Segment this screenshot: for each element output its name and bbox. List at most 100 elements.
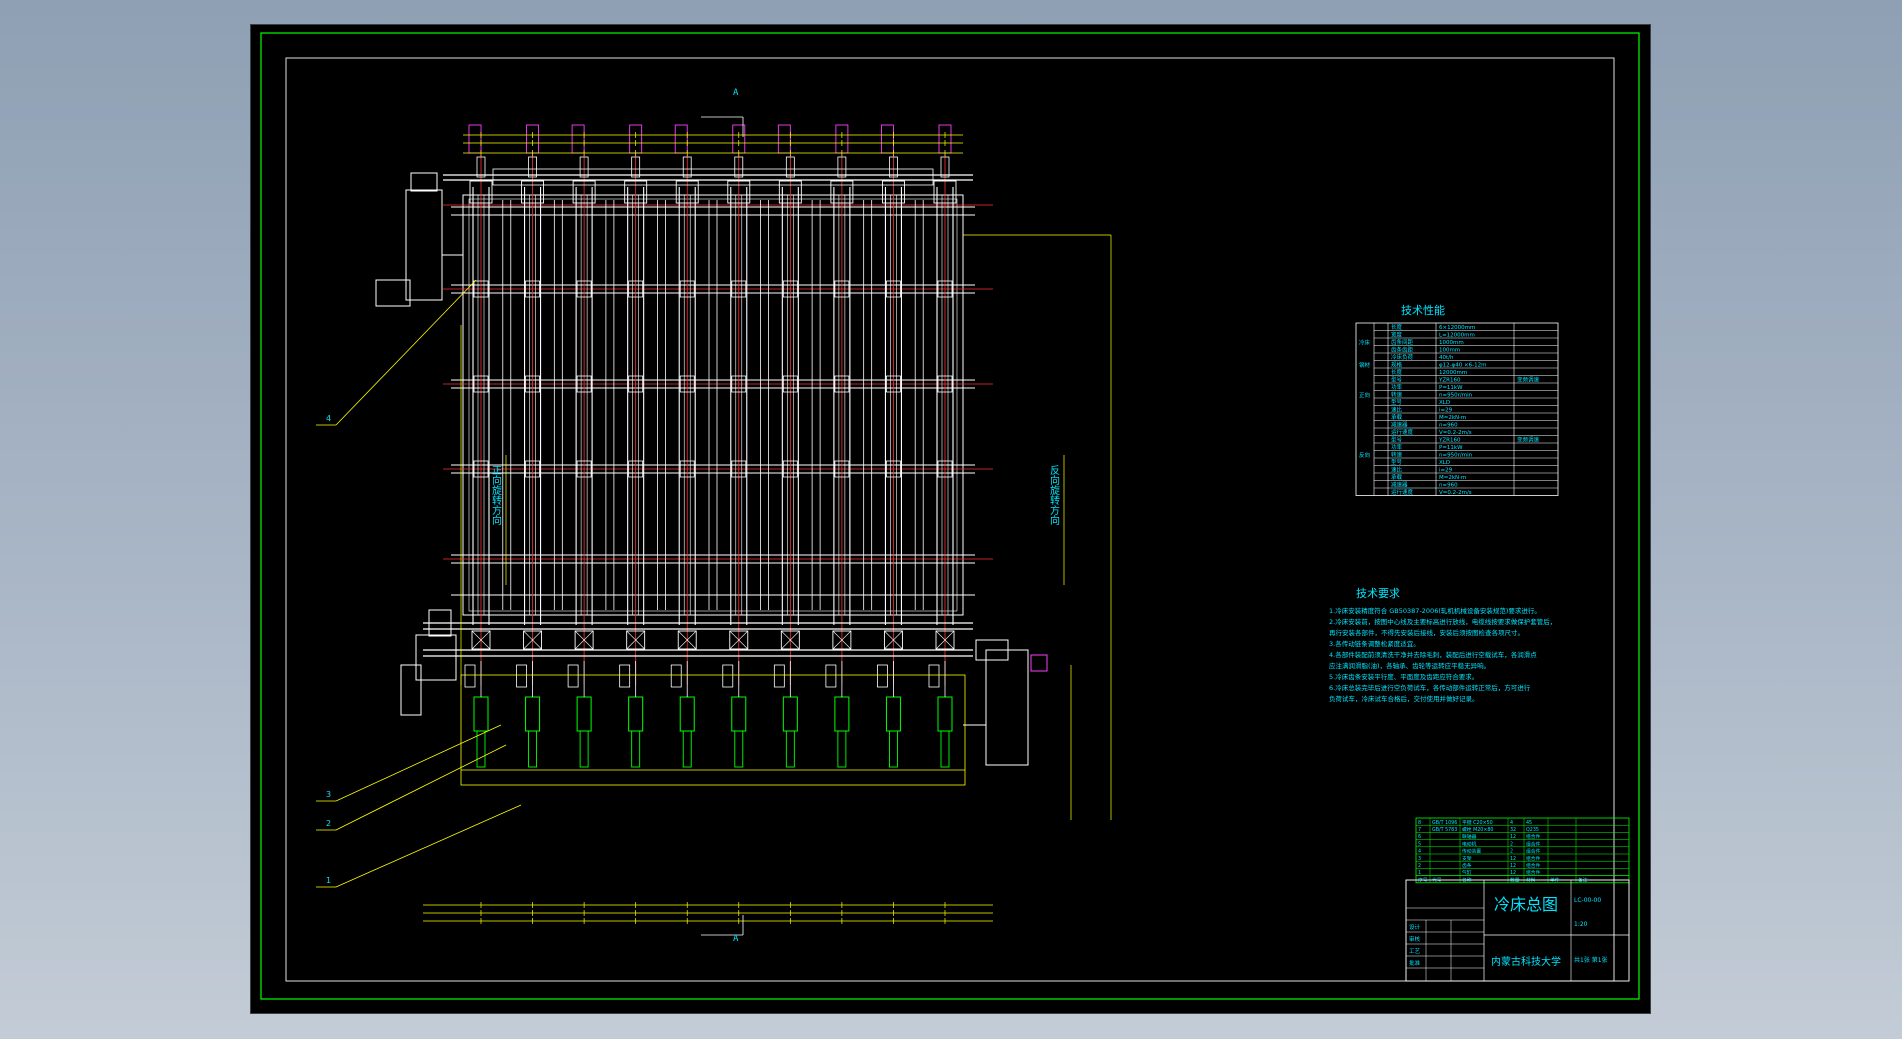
bottom-gearbox	[780, 630, 800, 650]
institution-name: 内蒙古科技大学	[1491, 955, 1561, 968]
parts-list-cell: 4	[1510, 820, 1513, 826]
rack-bracket	[576, 375, 592, 393]
tech-requirement-line: 3.各传动链条调整松紧度适宜。	[1329, 639, 1420, 648]
bottom-gearbox	[832, 630, 852, 650]
top-drive-unit	[674, 124, 688, 154]
gearbox-x	[626, 630, 645, 650]
perf-value: 12000mm	[1439, 370, 1467, 376]
perf-item: 型号	[1391, 376, 1403, 384]
perf-value: XLD	[1439, 460, 1450, 466]
left-rotation-label: 正向旋转方向	[490, 465, 502, 525]
parts-list-cell: 气缸	[1462, 869, 1472, 876]
callout-leader	[335, 804, 522, 888]
tech-requirement-line: 应注满润滑脂(油)，各轴承、齿轮等运转应平稳无异响。	[1329, 661, 1490, 670]
left-lower-motor	[428, 609, 452, 637]
perf-value: n=960	[1439, 483, 1458, 489]
parts-list-cell: 12	[1510, 856, 1516, 862]
rack-bracket	[525, 375, 540, 393]
gearbox-x	[471, 630, 491, 650]
parts-list-cell: 32	[1510, 827, 1516, 833]
bottom-gearbox	[883, 630, 903, 650]
left-upper-drive	[405, 189, 443, 301]
cylinder-body	[834, 696, 850, 732]
gearbox-x	[729, 630, 748, 650]
top-drive-unit	[571, 124, 585, 154]
inner-frame	[285, 57, 1615, 982]
perf-group-label: 冷床	[1359, 339, 1371, 347]
base-frame	[460, 674, 966, 786]
bottom-gearbox	[729, 630, 749, 650]
perf-value: φ12-φ40 ×6-12m	[1439, 363, 1486, 369]
cylinder-body	[576, 696, 592, 732]
parts-list-cell: 齿条	[1462, 862, 1472, 869]
tb-sheet: 共1张 第1张	[1574, 956, 1608, 964]
gearbox-x	[884, 630, 903, 650]
cylinder-body	[679, 696, 695, 732]
left-lower-coupling	[400, 664, 422, 716]
parts-list-cell: 平键 C20×50	[1462, 819, 1493, 826]
cylinder-rod	[631, 730, 641, 768]
crank-arm	[670, 664, 682, 688]
cylinder-body	[473, 696, 489, 732]
rack-bracket	[937, 375, 953, 393]
parts-list-cell: 组合件	[1526, 862, 1541, 869]
top-link	[734, 156, 744, 178]
cylinder-rod	[785, 730, 795, 768]
crank-arm	[928, 664, 940, 688]
perf-item: 规格	[1391, 361, 1403, 369]
cylinder-body	[525, 696, 541, 732]
cylinder-body	[937, 696, 953, 732]
perf-value: n=960	[1439, 423, 1458, 429]
rack-bracket	[473, 375, 489, 393]
parts-list-cell: 组合件	[1526, 855, 1541, 862]
tech-requirements-title: 技术要求	[1356, 587, 1400, 600]
perf-value: M=2kN·m	[1439, 415, 1466, 421]
perf-value: L=12000mm	[1439, 333, 1475, 339]
cylinder-rod	[734, 730, 744, 768]
parts-list-cell: 2	[1418, 863, 1421, 869]
rack-bracket	[473, 460, 489, 478]
bottom-gearbox	[626, 630, 646, 650]
rack-bracket	[576, 460, 592, 478]
bearing-block	[572, 180, 596, 204]
rack-bracket	[679, 460, 695, 478]
bottom-gearbox	[471, 630, 491, 650]
cylinder-body	[885, 696, 901, 732]
gearbox-x	[678, 630, 697, 650]
bottom-gearbox	[935, 630, 955, 650]
cylinder-body	[628, 696, 644, 732]
bottom-gearbox	[523, 630, 543, 650]
callout-leader	[335, 724, 502, 802]
parts-list-cell: 3	[1418, 856, 1421, 862]
drawing-title: 冷床总图	[1494, 895, 1558, 914]
tech-requirement-line: 负荷试车，冷床试车合格后，交付使用并做好记录。	[1329, 694, 1479, 703]
tech-requirement-line: 4.各部件装配前须清洗干净并去除毛刺，装配后进行空载试车，各润滑点	[1329, 650, 1537, 659]
parts-list-cell: 传动装置	[1462, 848, 1481, 855]
top-link	[785, 156, 795, 178]
crank-arm	[773, 664, 785, 688]
rack-bracket	[834, 460, 850, 478]
dimension-lines	[423, 116, 1112, 936]
bearing-block	[675, 180, 699, 204]
perf-item: 承载	[1391, 473, 1403, 481]
rack-bracket	[782, 280, 798, 298]
left-motor-cap	[410, 172, 438, 192]
perf-value: M=2kN·m	[1439, 475, 1466, 481]
parts-list-cell: 7	[1418, 827, 1421, 833]
bearing-block	[469, 180, 493, 204]
cylinder-rod	[682, 730, 692, 768]
right-motor-terminal	[1030, 654, 1048, 672]
perf-value: 100mm	[1439, 348, 1460, 354]
perf-item: 长度	[1391, 323, 1403, 331]
bottom-gearbox	[677, 630, 697, 650]
cooling-bed-plan-view	[375, 124, 1048, 786]
perf-group-label: 钢材	[1359, 361, 1371, 369]
parts-list-cell: 支架	[1462, 855, 1472, 862]
right-drive-unit	[985, 649, 1029, 766]
parts-list-cell: 组合件	[1526, 833, 1541, 840]
rack-bracket	[782, 375, 798, 393]
top-drive-unit	[526, 124, 540, 154]
crank-arm	[825, 664, 837, 688]
